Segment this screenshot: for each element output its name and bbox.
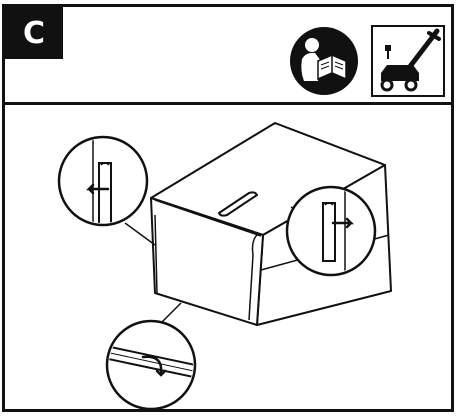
zoom-detail-bottom (105, 319, 197, 409)
arrow-right-icon (331, 217, 355, 229)
read-manual-icon (290, 27, 358, 95)
zoom-detail-right (285, 185, 377, 277)
panel-header: C (5, 7, 451, 105)
arrow-down-icon (141, 355, 167, 377)
instruction-panel: C (2, 4, 454, 412)
step-label: C (5, 7, 63, 59)
mower-icon (371, 25, 445, 97)
zoom-detail-left (57, 135, 149, 227)
carton-illustration (57, 122, 392, 409)
arrow-left-icon (85, 183, 110, 195)
